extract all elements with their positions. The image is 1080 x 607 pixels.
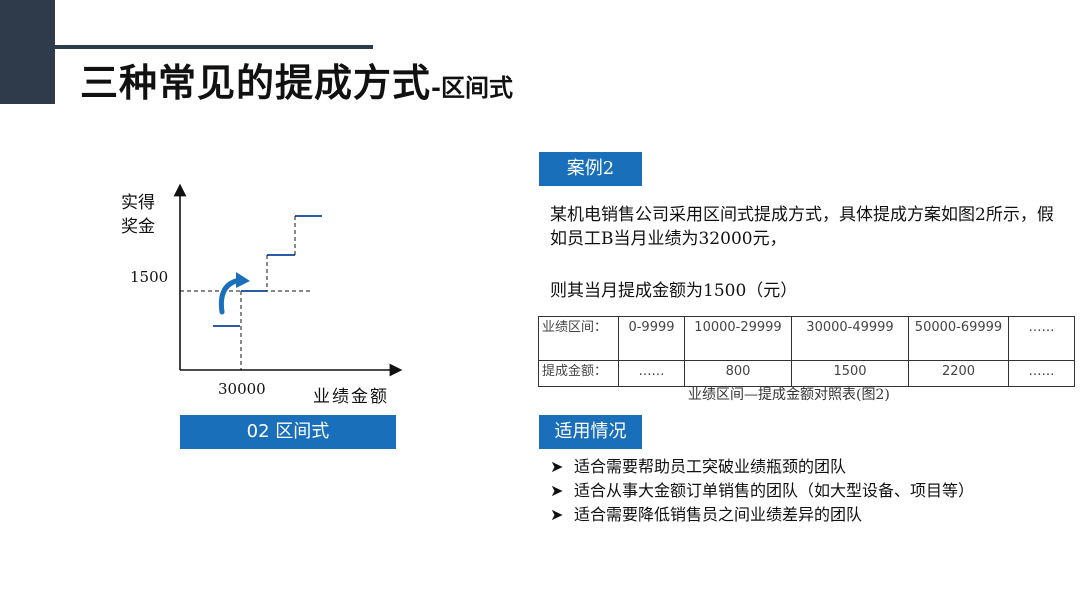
- case-tag: 案例2: [539, 152, 642, 186]
- table-row: 业绩区间： 0-9999 10000-29999 30000-49999 500…: [538, 316, 1075, 361]
- table-cell: 30000-49999: [791, 316, 909, 361]
- y-axis-label: 实得 奖金: [121, 193, 155, 237]
- corner-decoration: [0, 0, 55, 104]
- table-cell: 业绩区间：: [538, 316, 619, 361]
- arrow-bullet-icon: ➤: [550, 505, 564, 524]
- table-cell: ……: [618, 360, 685, 387]
- curved-arrow-icon: [218, 272, 250, 315]
- case-description: 某机电销售公司采用区间式提成方式，具体提成方案如图2所示，假如员工B当月业绩为3…: [550, 205, 1054, 249]
- table-cell: ……: [1008, 316, 1075, 361]
- title-rule: [55, 45, 373, 49]
- scenario-list: ➤适合需要帮助员工突破业绩瓶颈的团队 ➤适合从事大金额订单销售的团队（如大型设备…: [550, 455, 974, 527]
- tier-table: 业绩区间： 0-9999 10000-29999 30000-49999 500…: [538, 316, 1075, 387]
- list-item: ➤适合从事大金额订单销售的团队（如大型设备、项目等）: [550, 479, 974, 503]
- table-caption: 业绩区间—提成金额对照表(图2): [688, 387, 890, 403]
- case-result: 则其当月提成金额为1500（元）: [550, 281, 798, 301]
- title-sub: -区间式: [431, 74, 513, 102]
- table-cell: 提成金额：: [538, 360, 619, 387]
- title-main: 三种常见的提成方式: [80, 61, 432, 105]
- tier-step-graph: [173, 183, 403, 377]
- scenario-tag: 适用情况: [539, 415, 642, 449]
- table-row: 提成金额： …… 800 1500 2200 ……: [538, 360, 1075, 387]
- x-tick-label: 30000: [218, 380, 266, 398]
- list-item: ➤适合需要帮助员工突破业绩瓶颈的团队: [550, 455, 974, 479]
- table-cell: 2200: [908, 360, 1009, 387]
- arrow-bullet-icon: ➤: [550, 457, 564, 476]
- table-cell: 0-9999: [618, 316, 685, 361]
- arrow-bullet-icon: ➤: [550, 481, 564, 500]
- table-cell: ……: [1008, 360, 1075, 387]
- table-cell: 1500: [791, 360, 909, 387]
- table-cell: 50000-69999: [908, 316, 1009, 361]
- table-cell: 800: [684, 360, 792, 387]
- x-axis-label: 业绩金额: [313, 387, 389, 407]
- list-item: ➤适合需要降低销售员之间业绩差异的团队: [550, 503, 974, 527]
- section-label: 02 区间式: [180, 415, 396, 449]
- table-cell: 10000-29999: [684, 316, 792, 361]
- page-title: 三种常见的提成方式-区间式: [80, 52, 513, 107]
- y-tick-label: 1500: [130, 268, 169, 286]
